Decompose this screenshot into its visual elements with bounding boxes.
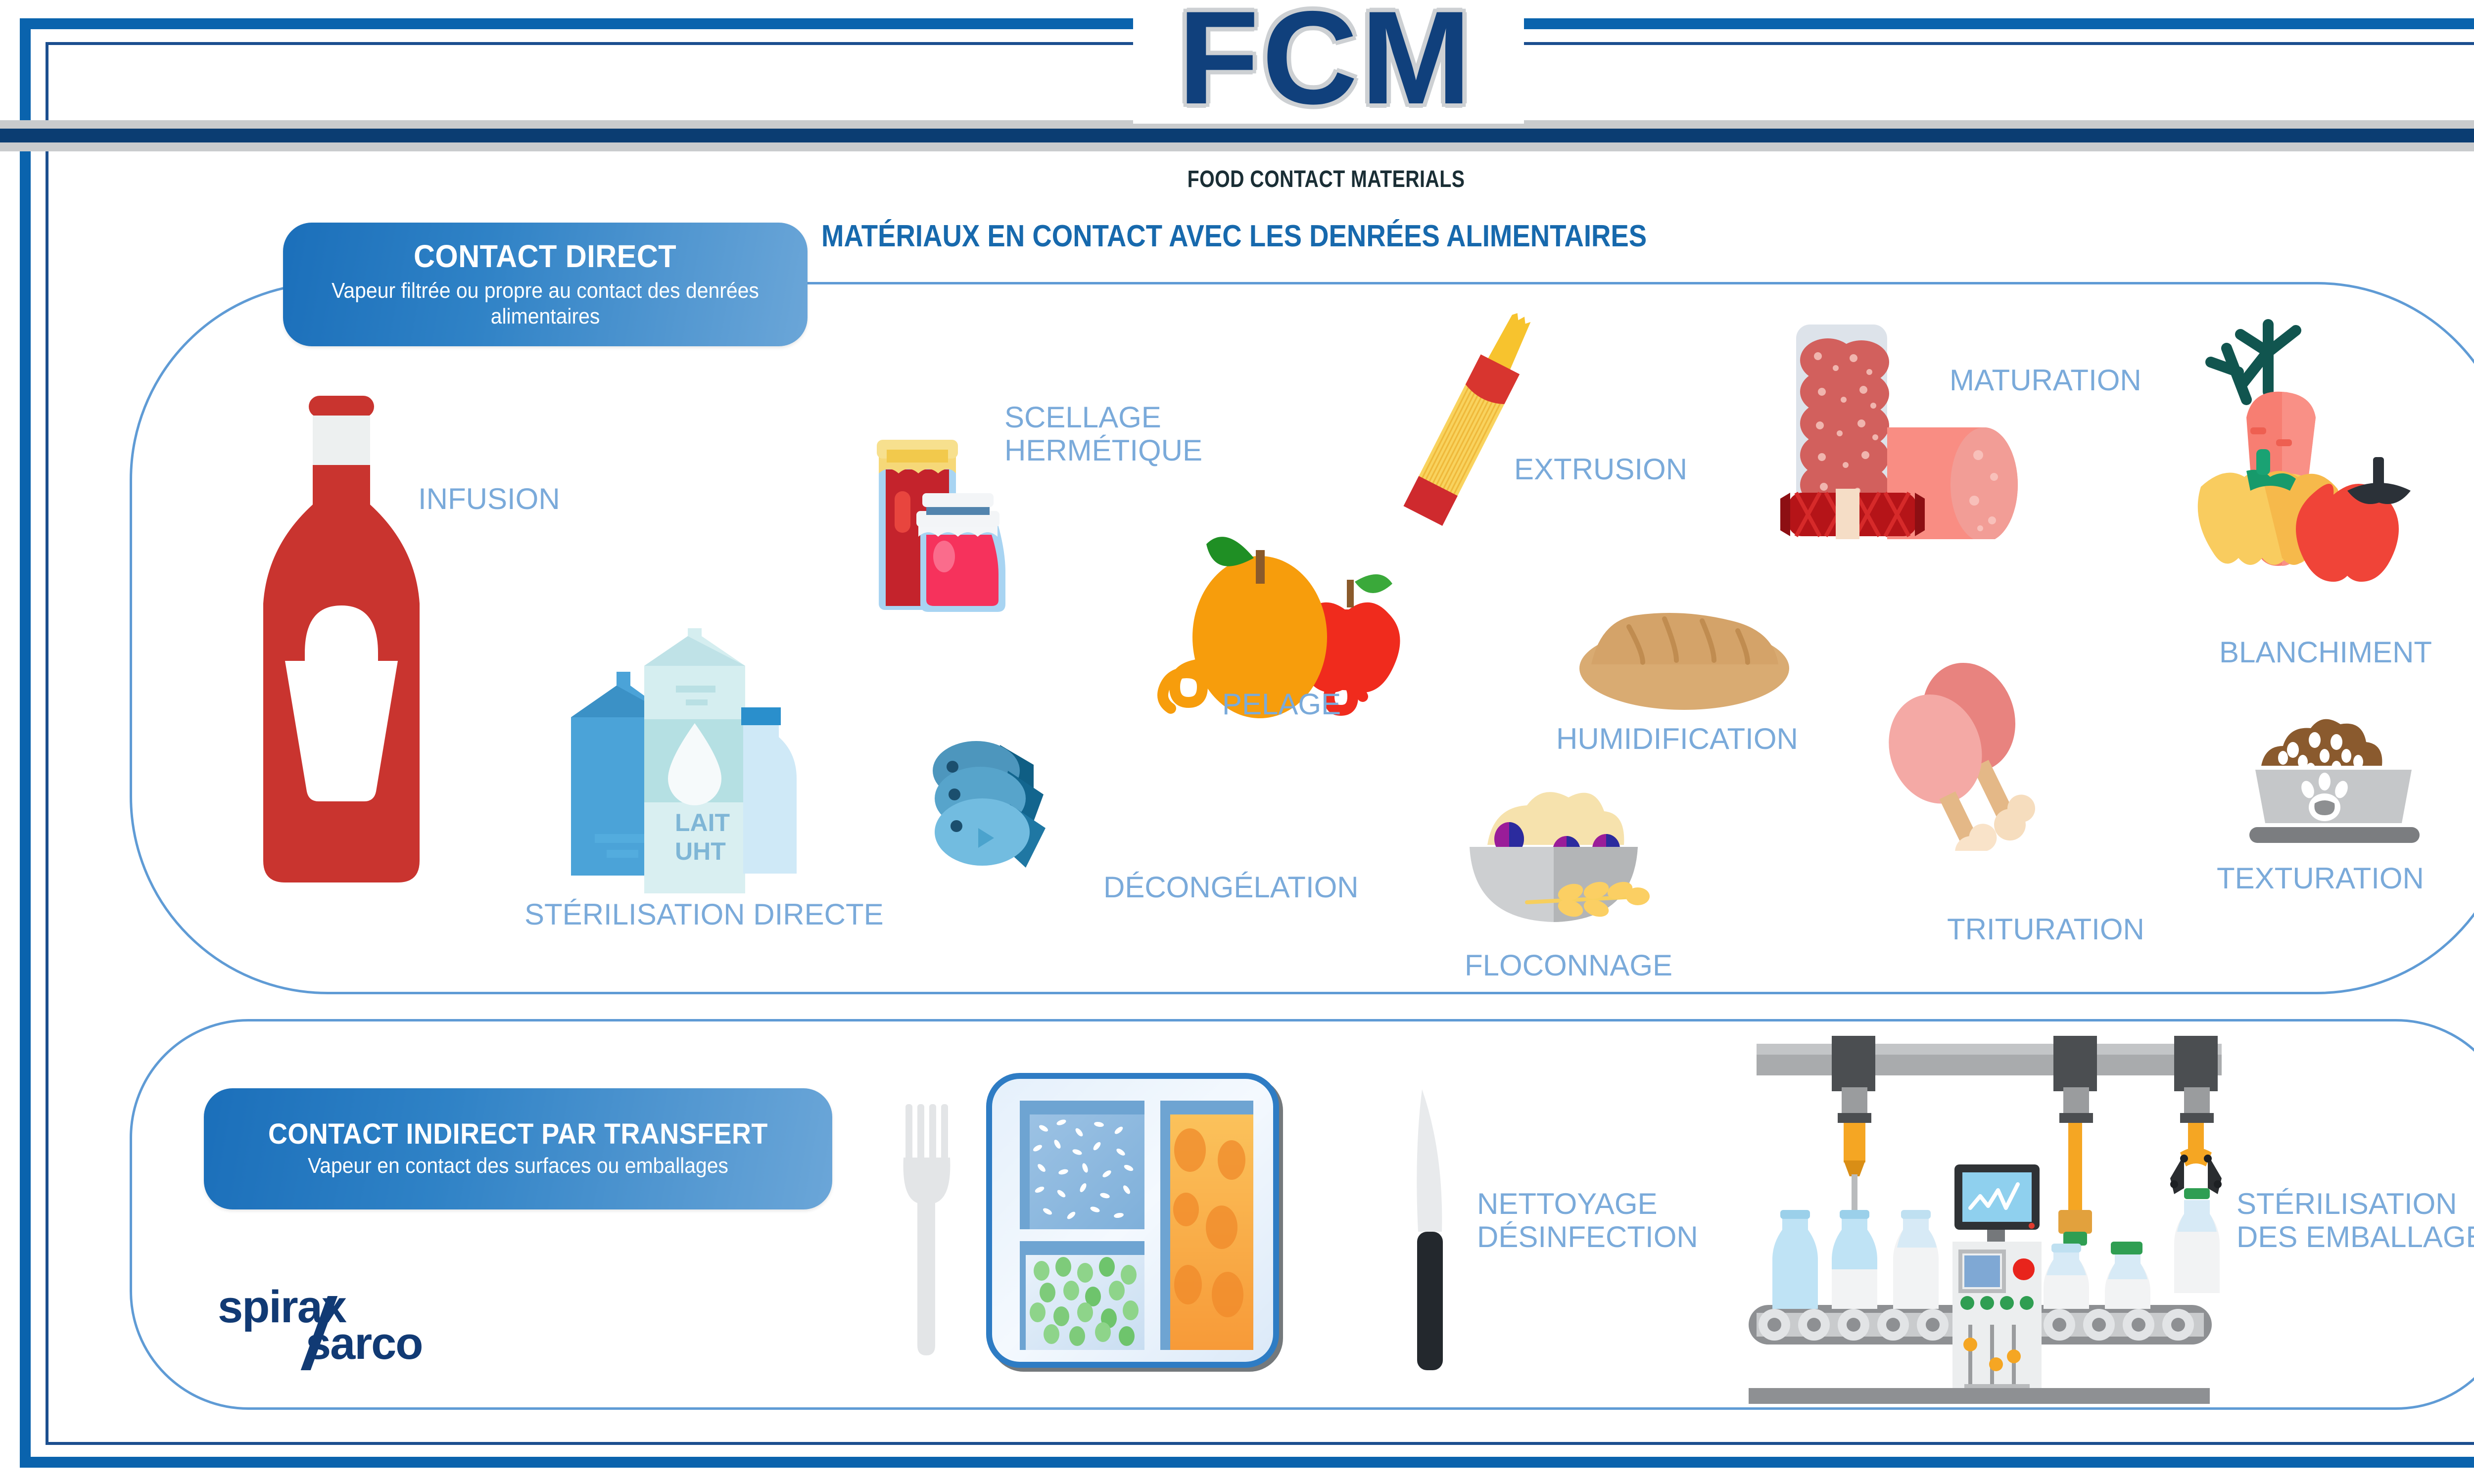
process-label-floconnage: FLOCONNAGE (1465, 949, 1673, 982)
pet-food-bowl-icon (2241, 712, 2429, 861)
process-label-texturation: TEXTURATION (2217, 862, 2424, 895)
fish-icon (923, 737, 1141, 885)
process-label-sterilisation-directe: STÉRILISATION DIRECTE (524, 898, 884, 931)
page-title: FCM (1178, 0, 1475, 132)
process-label-scellage: SCELLAGE HERMÉTIQUE (1004, 401, 1203, 467)
bread-loaf-icon (1573, 601, 1796, 715)
process-label-blanchiment: BLANCHIMENT (2219, 636, 2432, 669)
cereal-bowl-icon (1450, 782, 1658, 950)
milk-carton-text-line1: LAIT (675, 809, 730, 836)
page-subtitle-fr: MATÉRIAUX EN CONTACT AVEC LES DENRÉES AL… (821, 219, 1647, 253)
process-label-pelage: PELAGE (1222, 688, 1341, 721)
process-label-trituration: TRITURATION (1947, 913, 2144, 946)
orange-apple-icon (1153, 505, 1470, 732)
process-label-nettoyage: NETTOYAGE DÉSINFECTION (1477, 1187, 1698, 1254)
fork-icon (896, 1098, 955, 1360)
badge-indirect-subtitle: Vapeur en contact des surfaces ou emball… (308, 1153, 728, 1178)
ketchup-bottle-icon (247, 396, 435, 890)
jam-jars-icon (861, 418, 1059, 655)
page-subtitle-en: FOOD CONTACT MATERIALS (1187, 166, 1465, 192)
spirax-sarco-logo[interactable]: spirax sarco (218, 1281, 495, 1375)
knife-icon (1400, 1083, 1465, 1380)
badge-contact-direct[interactable]: CONTACT DIRECT Vapeur filtrée ou propre … (283, 223, 808, 346)
outer-border-frame (20, 18, 2474, 1468)
process-label-humidification: HUMIDIFICATION (1556, 722, 1798, 755)
header-bar-navy (0, 129, 2474, 142)
meal-tray-icon (982, 1071, 1289, 1378)
milk-cartons-icon: LAIT UHT (559, 628, 826, 905)
badge-indirect-title: CONTACT INDIRECT PAR TRANSFERT (268, 1117, 768, 1150)
bottling-line-icon (1727, 1004, 2222, 1405)
salami-icon (1766, 317, 2044, 539)
spaghetti-pack-icon (1366, 297, 1573, 574)
process-label-decongelation: DÉCONGÉLATION (1103, 871, 1359, 904)
milk-carton-text-line2: UHT (675, 837, 726, 865)
vegetables-icon (2177, 307, 2444, 613)
process-label-sterilisation-emballages: STÉRILISATION DES EMBALLAGES (2236, 1187, 2474, 1254)
header-bar-grey-top (0, 120, 2474, 129)
badge-direct-title: CONTACT DIRECT (414, 238, 677, 274)
chicken-legs-icon (1885, 653, 2083, 851)
process-label-maturation: MATURATION (1950, 364, 2141, 397)
badge-contact-indirect[interactable]: CONTACT INDIRECT PAR TRANSFERT Vapeur en… (204, 1088, 832, 1209)
process-label-infusion: INFUSION (418, 482, 560, 515)
badge-direct-subtitle: Vapeur filtrée ou propre au contact des … (332, 278, 759, 328)
title-backdrop (1133, 0, 1524, 124)
logo-word-sarco: sarco (306, 1318, 423, 1369)
header-bar-grey-bottom (0, 142, 2474, 151)
process-label-extrusion: EXTRUSION (1514, 453, 1688, 486)
